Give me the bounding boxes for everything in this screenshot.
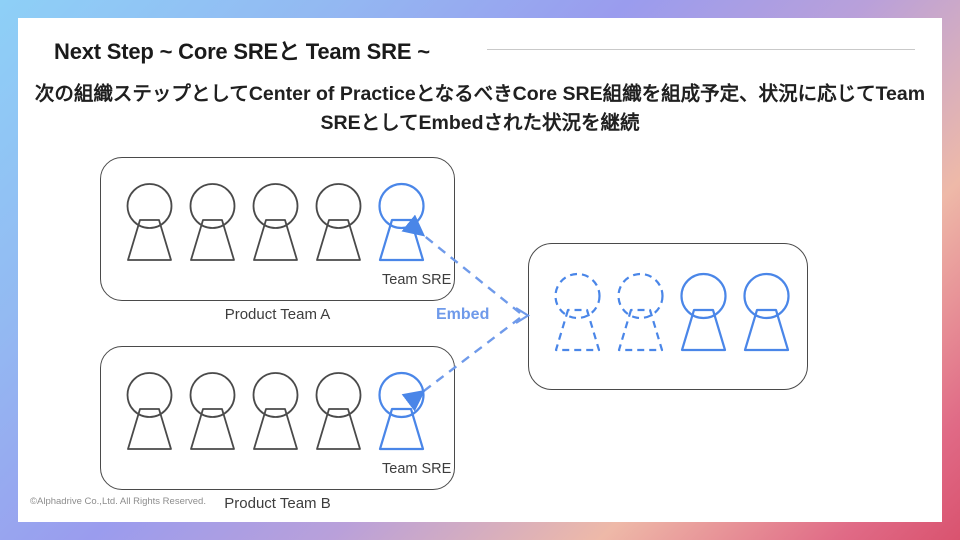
product-team-b-box xyxy=(100,346,455,490)
core-sre-person-3 xyxy=(672,266,735,362)
embed-junction-arrowhead xyxy=(515,307,531,324)
slide-canvas: Next Step ~ Core SREと Team SRE ~ 次の組織ステッ… xyxy=(18,18,942,522)
product-team-a-members xyxy=(118,176,433,272)
core-sre-person-2 xyxy=(609,266,672,362)
product-team-a-caption: Product Team A xyxy=(224,306,331,323)
team-a-person-5 xyxy=(370,176,433,272)
team-b-person-4 xyxy=(307,365,370,461)
title-divider xyxy=(487,49,915,50)
team-sre-label-b: Team SRE xyxy=(382,461,452,477)
team-sre-label-a: Team SRE xyxy=(382,272,452,288)
copyright-notice: ©Alphadrive Co.,Ltd. All Rights Reserved… xyxy=(30,496,206,507)
core-sre-person-4 xyxy=(735,266,798,362)
page-title: Next Step ~ Core SREと Team SRE ~ xyxy=(54,39,430,64)
team-b-person-3 xyxy=(244,365,307,461)
team-a-person-2 xyxy=(181,176,244,272)
team-b-person-2 xyxy=(181,365,244,461)
product-team-b-members xyxy=(118,365,433,461)
product-team-b-caption: Product Team B xyxy=(224,495,331,512)
core-sre-members xyxy=(546,266,798,362)
team-a-person-4 xyxy=(307,176,370,272)
team-a-person-1 xyxy=(118,176,181,272)
team-a-person-3 xyxy=(244,176,307,272)
team-b-person-1 xyxy=(118,365,181,461)
core-sre-person-1 xyxy=(546,266,609,362)
team-b-person-5 xyxy=(370,365,433,461)
lead-paragraph: 次の組織ステップとしてCenter of PracticeとなるべきCore S… xyxy=(34,83,926,135)
embed-label: Embed xyxy=(436,306,490,323)
